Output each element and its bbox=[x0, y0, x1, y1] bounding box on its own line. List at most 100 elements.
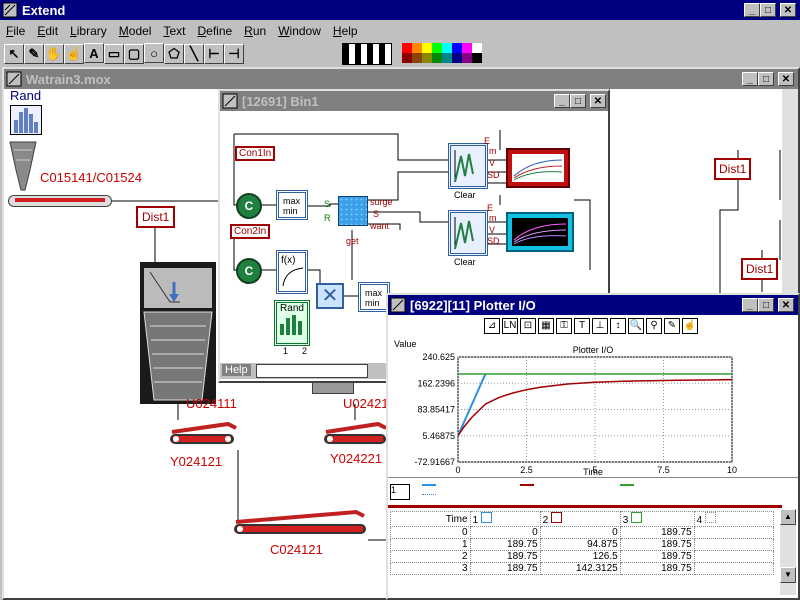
model-minimize-button[interactable]: _ bbox=[742, 72, 758, 86]
bin-maximize-button[interactable]: □ bbox=[570, 94, 586, 108]
close-button[interactable]: ✕ bbox=[780, 3, 796, 17]
y-tick-label: 240.625 bbox=[422, 352, 455, 362]
menu-define[interactable]: Define bbox=[197, 24, 233, 38]
menu-bar: File Edit Library Model Text Define Run … bbox=[0, 21, 800, 41]
stats-1-clear[interactable]: Clear bbox=[454, 190, 476, 200]
menu-help[interactable]: Help bbox=[332, 24, 358, 38]
minimize-button[interactable]: _ bbox=[744, 3, 760, 17]
port-s-label: S bbox=[324, 199, 331, 209]
menu-text[interactable]: Text bbox=[163, 24, 186, 38]
pattern-palette[interactable] bbox=[342, 43, 392, 65]
stats-block-1[interactable] bbox=[448, 143, 488, 189]
dist1-block[interactable]: Dist1 bbox=[136, 206, 176, 228]
plotter-block-1[interactable] bbox=[506, 148, 570, 188]
app-title: Extend bbox=[22, 2, 66, 18]
scale-tool-icon[interactable]: ↕ bbox=[610, 317, 626, 334]
stats-2-clear[interactable]: Clear bbox=[454, 257, 476, 267]
key-tool-icon[interactable]: ⚿ bbox=[556, 317, 572, 334]
menu-edit[interactable]: Edit bbox=[37, 24, 59, 38]
conveyor-y024221[interactable] bbox=[322, 420, 388, 448]
scroll-up-button[interactable]: ▲ bbox=[780, 509, 796, 525]
series-line-2 bbox=[457, 378, 733, 437]
linlog-tool-icon[interactable]: LN bbox=[502, 317, 518, 334]
header-col-2: 2 bbox=[539, 511, 621, 527]
bin-rand-block[interactable]: Rand bbox=[274, 300, 310, 346]
conveyor-c015141[interactable] bbox=[8, 195, 112, 207]
bin-name-field[interactable] bbox=[256, 364, 368, 378]
port-r-label: R bbox=[324, 213, 331, 223]
constant-block-2[interactable]: C bbox=[236, 258, 262, 284]
plotter-window[interactable]: [6922][11] Plotter I/O _ □ ✕ ⊿LN⊡▦⚿T⊥↕🔍⚲… bbox=[386, 293, 800, 600]
doc-icon[interactable] bbox=[6, 71, 22, 87]
pen-tool-icon[interactable]: ✎ bbox=[664, 317, 680, 334]
edit-tool-icon[interactable]: ✎ bbox=[24, 43, 44, 64]
plotter-doc-icon[interactable] bbox=[390, 297, 406, 313]
menu-file[interactable]: File bbox=[6, 24, 26, 38]
menu-run[interactable]: Run bbox=[244, 24, 267, 38]
line-tool-icon[interactable]: ╲ bbox=[184, 43, 204, 64]
bin-window-titlebar: [12691] Bin1 _ □ ✕ bbox=[220, 91, 608, 111]
menu-library[interactable]: Library bbox=[70, 24, 107, 38]
conveyor-c024121[interactable] bbox=[232, 508, 368, 536]
tank-block[interactable] bbox=[338, 196, 368, 226]
grid-tool-icon[interactable]: ▦ bbox=[538, 317, 554, 334]
oval-tool-icon[interactable]: ○ bbox=[144, 43, 164, 63]
con1in-connector[interactable]: Con1In bbox=[235, 146, 276, 161]
crusher-image[interactable] bbox=[140, 262, 216, 404]
stats-block-2[interactable] bbox=[448, 210, 488, 256]
run-tool-icon[interactable]: ⚲ bbox=[646, 317, 662, 334]
constant-label-2: C bbox=[244, 264, 254, 278]
format-tool-icon[interactable]: ⊡ bbox=[520, 317, 536, 334]
dist1-block-right[interactable]: Dist1 bbox=[714, 158, 752, 180]
scroll-down-button[interactable]: ▼ bbox=[780, 567, 796, 583]
clone-tool-icon[interactable]: ☝ bbox=[64, 43, 84, 64]
model-close-button[interactable]: ✕ bbox=[778, 72, 794, 86]
maximize-button[interactable]: □ bbox=[760, 3, 776, 17]
hblock-tool-icon[interactable]: ⊣ bbox=[224, 43, 244, 64]
plotter-maximize-button[interactable]: □ bbox=[758, 298, 774, 312]
toolbar: ↖✎✋☝A▭▢○⬠╲⊢⊣ bbox=[4, 43, 800, 65]
zoom-tool-icon[interactable]: 🔍 bbox=[628, 317, 644, 334]
rand-histogram-icon[interactable] bbox=[10, 105, 42, 135]
plotter-close-button[interactable]: ✕ bbox=[778, 298, 794, 312]
bin-doc-icon[interactable] bbox=[222, 93, 238, 109]
polygon-tool-icon[interactable]: ⬠ bbox=[164, 43, 184, 64]
bin-close-button[interactable]: ✕ bbox=[590, 94, 606, 108]
rounded-rect-tool-icon[interactable]: ▢ bbox=[124, 43, 144, 64]
label-y024221: Y024221 bbox=[330, 451, 383, 466]
hand-tool-icon[interactable]: ✋ bbox=[44, 43, 64, 64]
hand-tool-icon-plot[interactable]: ☝ bbox=[682, 317, 698, 334]
constant-block-1[interactable]: C bbox=[236, 193, 262, 219]
plotter-titlebar: [6922][11] Plotter I/O _ □ ✕ bbox=[388, 295, 798, 315]
dist1-block-right-2[interactable]: Dist1 bbox=[741, 258, 779, 280]
plotter-window-title: [6922][11] Plotter I/O bbox=[410, 297, 536, 313]
pointer-tool-icon[interactable]: ↖ bbox=[4, 43, 24, 64]
plotter-block-2[interactable] bbox=[506, 212, 574, 252]
menu-model[interactable]: Model bbox=[118, 24, 152, 38]
fx-block[interactable]: f(x) bbox=[276, 250, 308, 294]
multiply-block[interactable]: ✕ bbox=[316, 283, 344, 309]
min-label-1: min bbox=[283, 206, 298, 216]
trace-tool-icon[interactable]: T bbox=[574, 317, 590, 334]
model-maximize-button[interactable]: □ bbox=[758, 72, 774, 86]
conveyor-y024121[interactable] bbox=[168, 420, 240, 448]
con2in-connector[interactable]: Con2In bbox=[230, 224, 271, 239]
text-tool-icon[interactable]: A bbox=[84, 43, 104, 63]
menu-window[interactable]: Window bbox=[278, 24, 321, 38]
hopper-image[interactable] bbox=[8, 140, 38, 195]
axis-tool-icon[interactable]: ⊿ bbox=[484, 317, 500, 334]
label-c024121: C024121 bbox=[270, 542, 323, 557]
step-tool-icon[interactable]: ⊥ bbox=[592, 317, 608, 334]
rectangle-tool-icon[interactable]: ▭ bbox=[104, 43, 124, 64]
chart-ylabel: Value bbox=[394, 339, 416, 349]
bin-help-button[interactable]: Help bbox=[222, 364, 251, 376]
max-label-1: max bbox=[283, 196, 301, 206]
bin-minimize-button[interactable]: _ bbox=[554, 94, 570, 108]
connector-tool-icon[interactable]: ⊢ bbox=[204, 43, 224, 64]
table-vscroll[interactable]: ▲ ▼ bbox=[780, 509, 796, 595]
color-palette[interactable] bbox=[402, 43, 482, 63]
legend-box[interactable]: 1 bbox=[390, 484, 410, 500]
app-icon[interactable] bbox=[2, 2, 18, 18]
plotter-minimize-button[interactable]: _ bbox=[742, 298, 758, 312]
